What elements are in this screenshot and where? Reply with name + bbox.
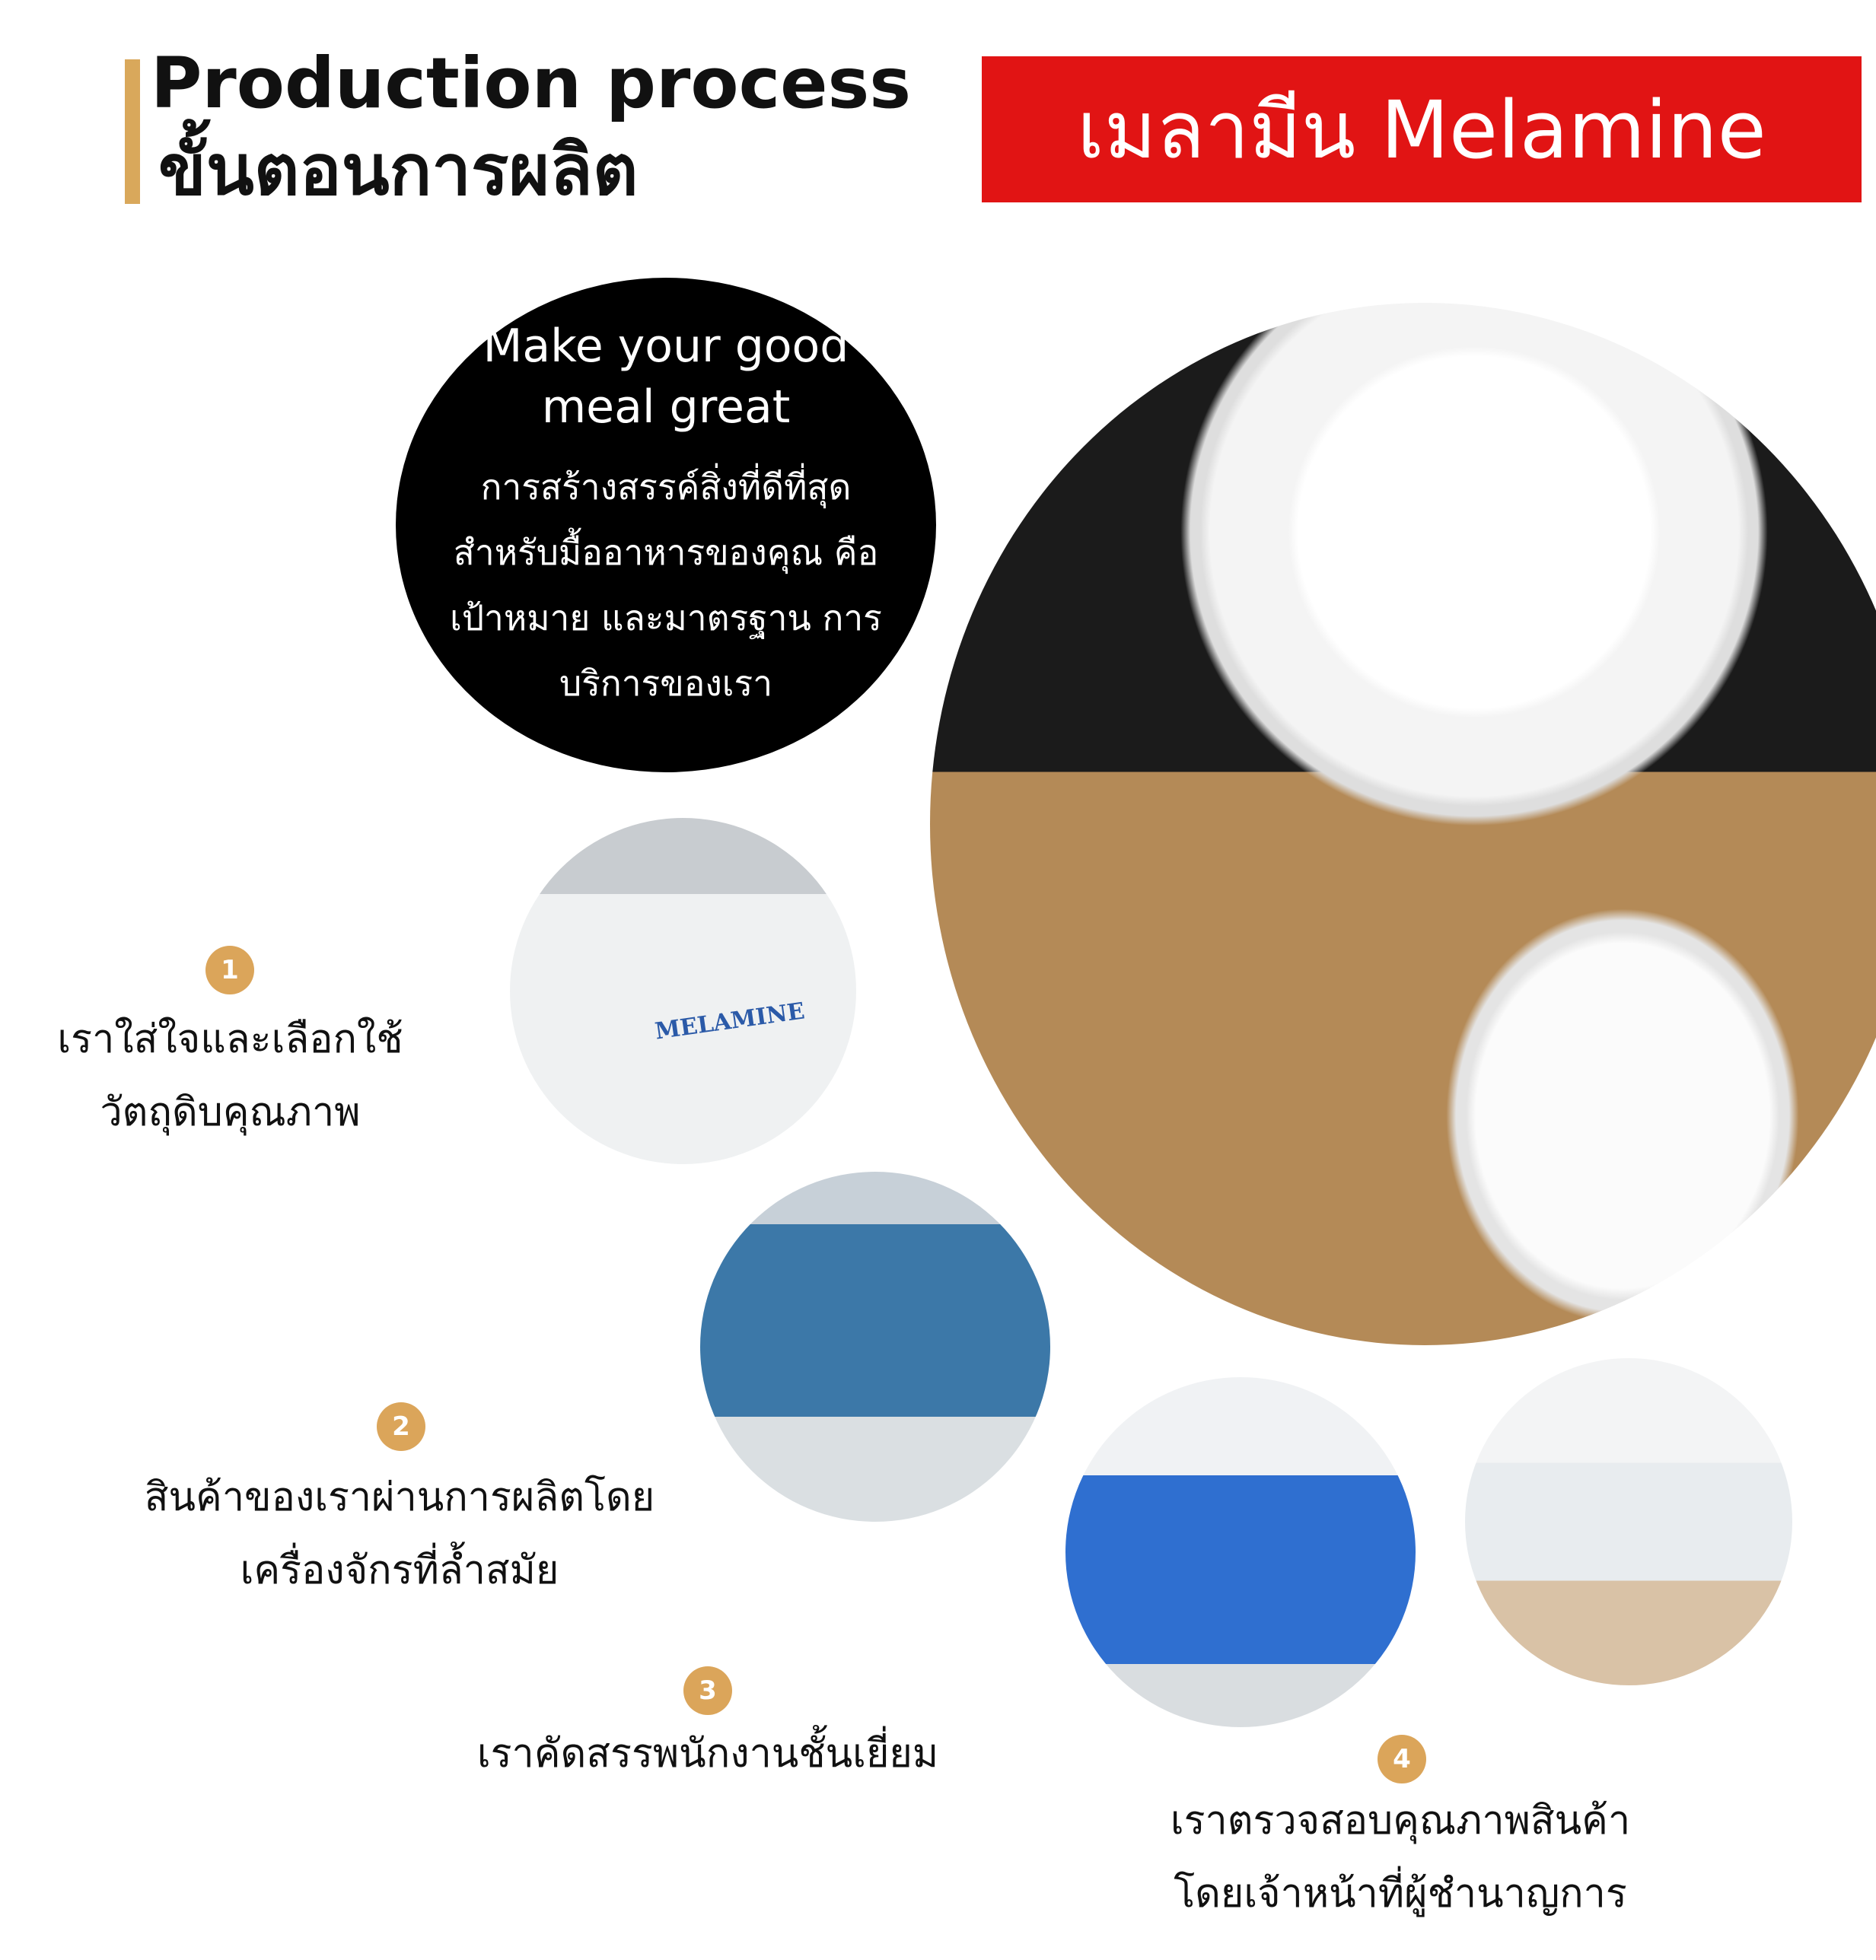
step-3-line-1: เราคัดสรรพนักงานชั้นเยี่ยม [476, 1731, 939, 1777]
tagline-en: Make your good meal great [483, 320, 849, 434]
step-1-badge: 1 [205, 946, 254, 994]
tagline-circle: Make your good meal great การสร้างสรรค์ส… [396, 278, 936, 772]
step-3-text: เราคัดสรรพนักงานชั้นเยี่ยม [449, 1717, 967, 1790]
step-4-text: เราตรวจสอบคุณภาพสินค้า โดยเจ้าหน้าที่ผู้… [1126, 1784, 1674, 1930]
step-2-badge: 2 [377, 1402, 425, 1451]
step-4-line-1: เราตรวจสอบคุณภาพสินค้า [1170, 1798, 1631, 1844]
lab-inspection-photo [1465, 1358, 1792, 1685]
workers-photo [1065, 1377, 1416, 1727]
raw-material-bags-photo: MELAMINE [510, 818, 856, 1164]
step-4-line-2: โดยเจ้าหน้าที่ผู้ชำนาญการ [1174, 1871, 1627, 1917]
step-3-badge: 3 [683, 1666, 732, 1715]
step-2-line-2: เครื่องจักรที่ล้ำสมัย [240, 1548, 559, 1593]
page-title-th: ขั้นตอนการผลิต [158, 129, 639, 211]
title-accent-bar [125, 59, 140, 204]
step-1-line-2: วัตถุดิบคุณภาพ [100, 1090, 361, 1135]
step-4-badge: 4 [1378, 1735, 1426, 1783]
machinery-photo [700, 1172, 1050, 1522]
melamine-plates-photo [930, 303, 1876, 1345]
tagline-th: การสร้างสรรค์สิ่งที่ดีที่สุด สำหรับมื้ออ… [450, 466, 882, 704]
page-title-en: Production process [151, 43, 912, 124]
step-2-text: สินค้าของเราผ่านการผลิตโดย เครื่องจักรที… [122, 1461, 677, 1607]
product-banner: เมลามีน Melamine [982, 56, 1862, 202]
step-2-line-1: สินค้าของเราผ่านการผลิตโดย [144, 1475, 655, 1520]
step-1-text: เราใส่ใจและเลือกใช้ วัตถุดิบคุณภาพ [30, 1003, 430, 1149]
step-1-line-1: เราใส่ใจและเลือกใช้ [57, 1017, 403, 1062]
bag-label: MELAMINE [653, 998, 807, 1045]
